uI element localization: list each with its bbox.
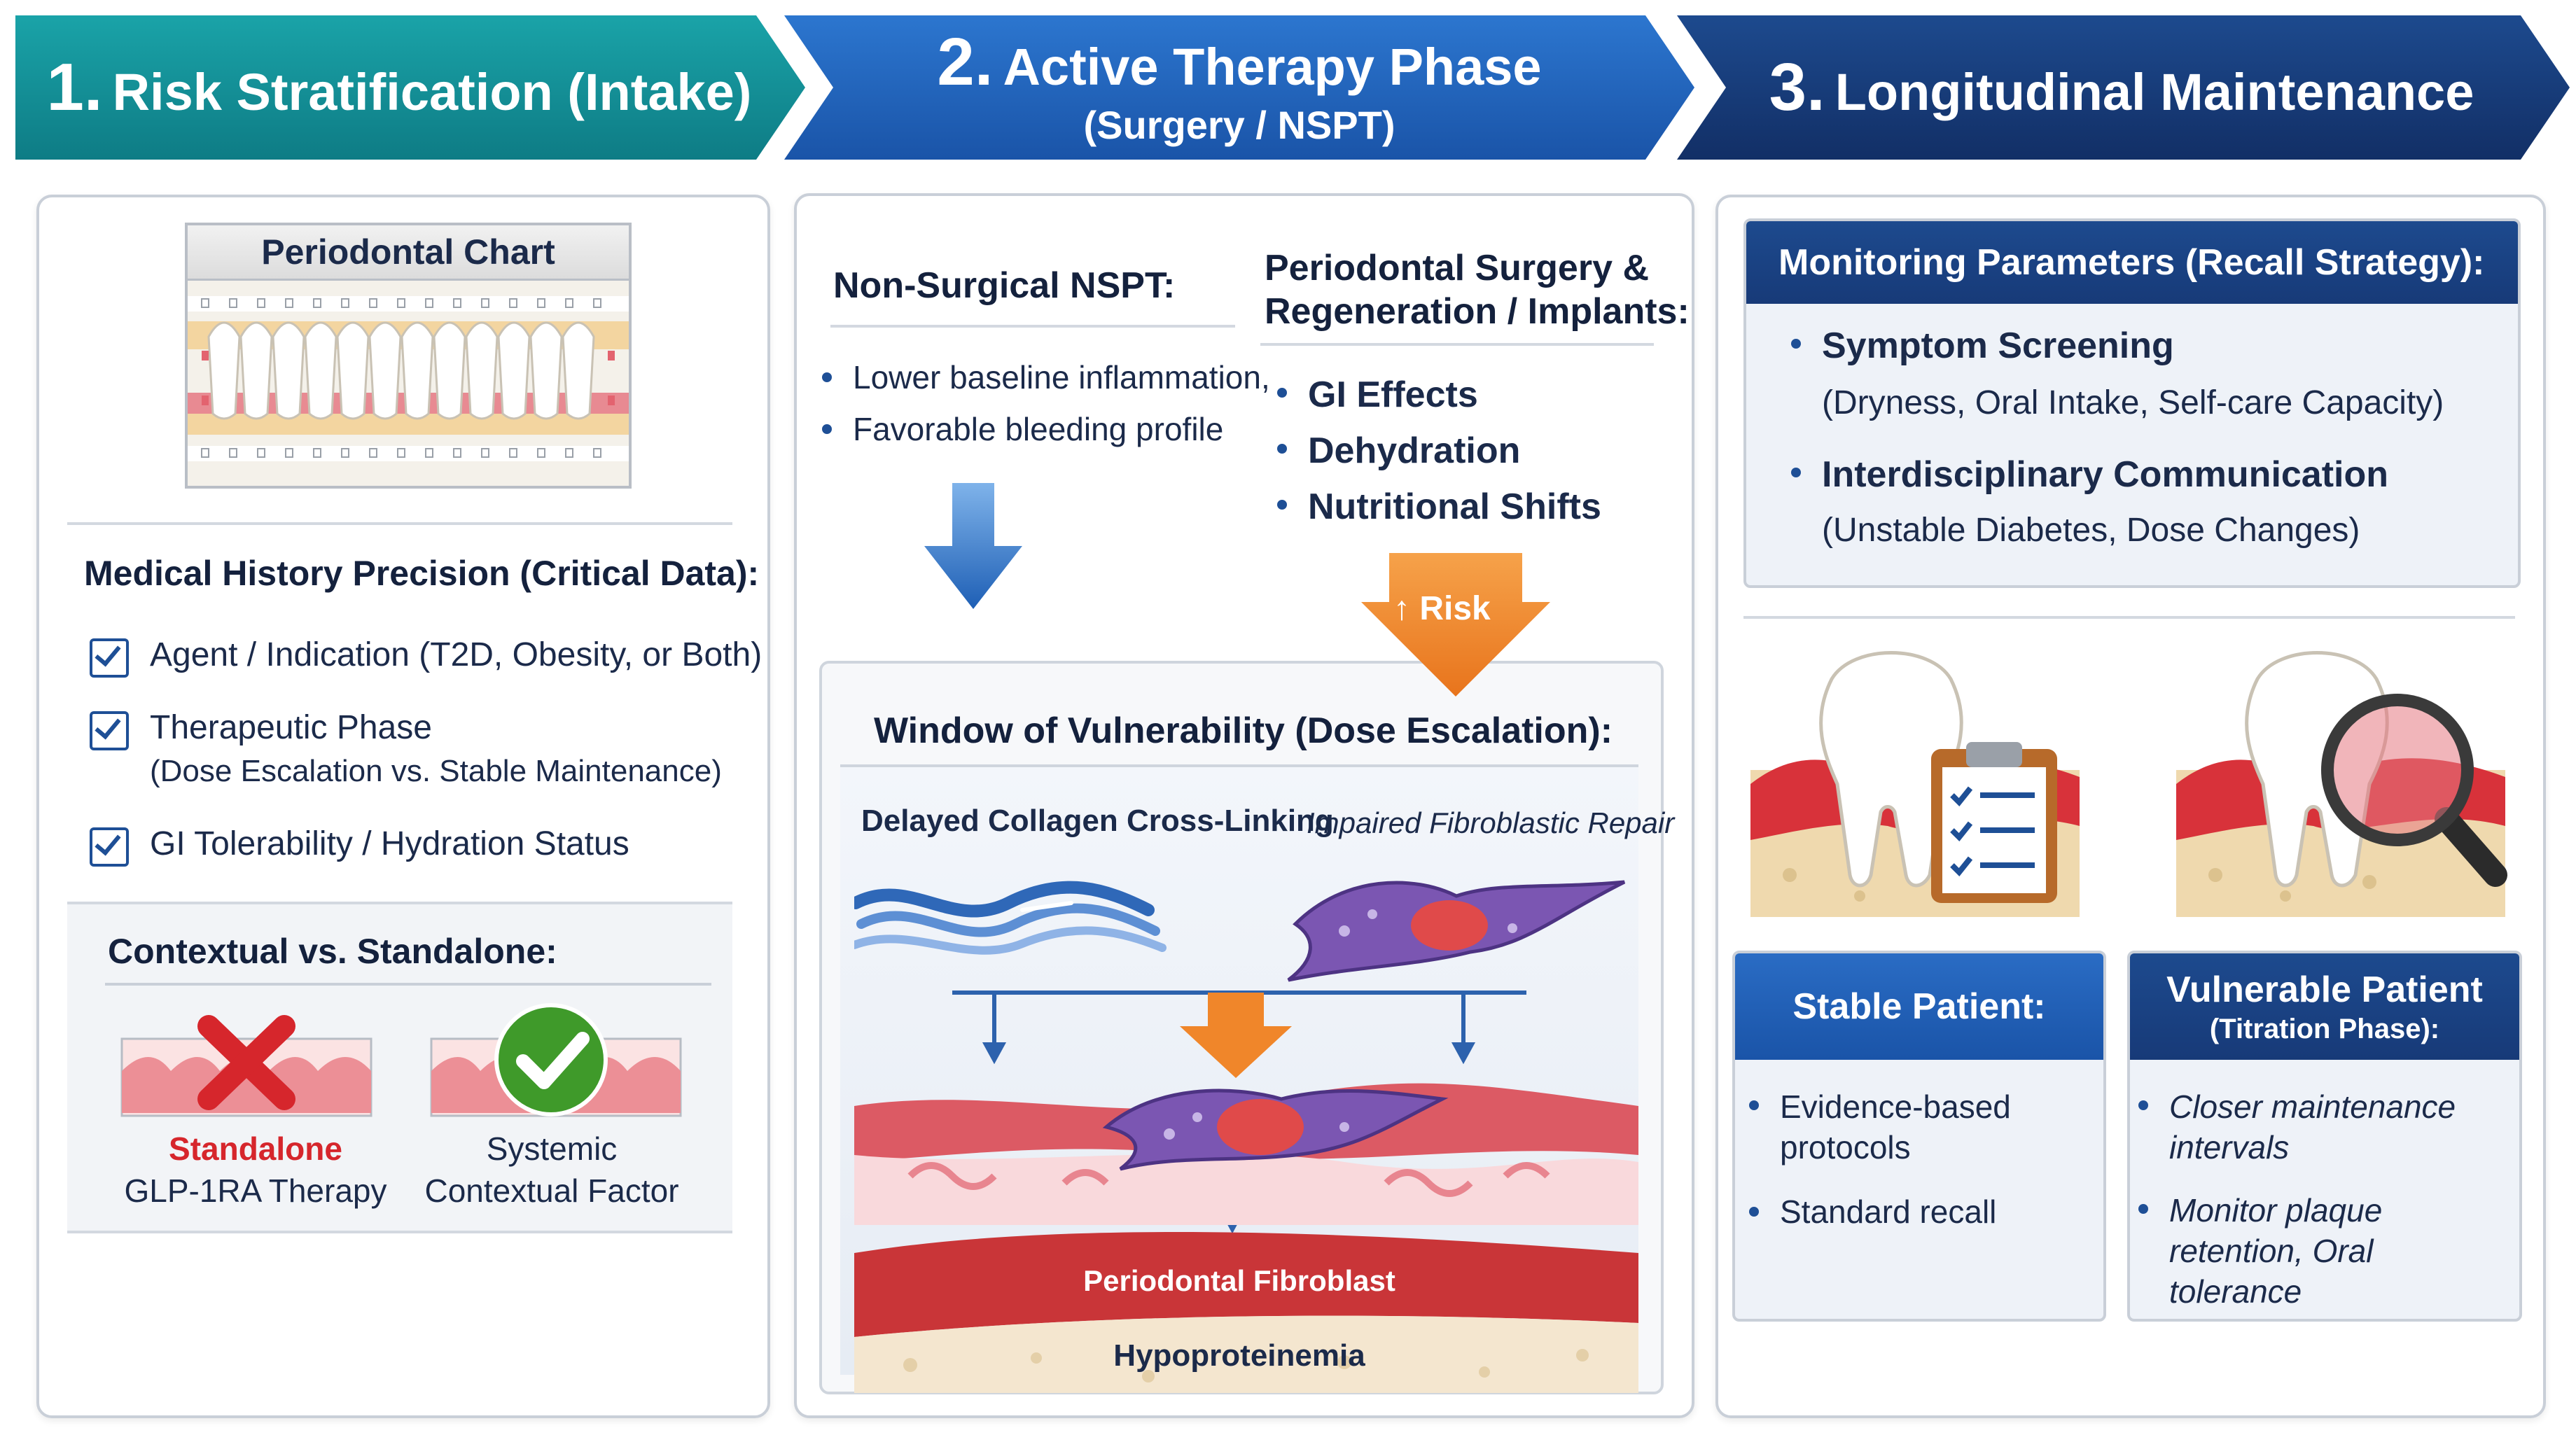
fibroblast-cell-top bbox=[1287, 880, 1626, 982]
standalone-caption: Standalone GLP-1RA Therapy bbox=[105, 1130, 406, 1210]
vulnerable-bullet: Closer maintenance intervals bbox=[2138, 1086, 2498, 1168]
periodontal-chart-teeth bbox=[188, 296, 629, 461]
nspt-bullet: Lower baseline inflammation, bbox=[822, 359, 1270, 396]
step1-number: 1. bbox=[46, 49, 103, 125]
stable-bullet: Standard recall bbox=[1749, 1193, 2074, 1231]
step3-header: 3.Longitudinal Maintenance bbox=[1722, 15, 2521, 160]
down-arrow-icon bbox=[924, 483, 1022, 609]
step2-subtitle: (Surgery / NSPT) bbox=[1083, 102, 1395, 147]
standalone-sublabel: GLP-1RA Therapy bbox=[124, 1172, 387, 1209]
checklist-label: Agent / Indication (T2D, Obesity, or Bot… bbox=[150, 636, 763, 673]
risk-label-text: Risk bbox=[1419, 590, 1491, 627]
tooth-clipboard-illustration bbox=[1750, 651, 2080, 917]
vulnerable-patient-card: Vulnerable Patient (Titration Phase): bbox=[2127, 951, 2522, 1322]
risk-arrow-icon bbox=[1361, 553, 1550, 696]
vulnerable-patient-title: Vulnerable Patient bbox=[2166, 969, 2483, 1010]
periodontal-chart: Periodontal Chart bbox=[185, 223, 632, 489]
tissue-illustration bbox=[854, 1083, 1638, 1393]
vulnerable-bullet: Monitor plaque retention, Oral tolerance bbox=[2138, 1190, 2498, 1312]
stable-bullet: Evidence-based protocols bbox=[1749, 1086, 2074, 1168]
nspt-heading: Non-Surgical NSPT: bbox=[833, 265, 1176, 306]
stable-patient-title: Stable Patient: bbox=[1735, 953, 2103, 1060]
vulnerable-patient-header: Vulnerable Patient (Titration Phase): bbox=[2130, 953, 2519, 1060]
step1-title: Risk Stratification (Intake) bbox=[112, 62, 752, 121]
window-heading: Window of Vulnerability (Dose Escalation… bbox=[874, 710, 1613, 751]
monitor-item-title: Interdisciplinary Communication bbox=[1790, 454, 2389, 495]
step2-number: 2. bbox=[937, 24, 994, 100]
vulnerability-diagram bbox=[854, 880, 1638, 1393]
tooth-icon bbox=[1819, 651, 1963, 888]
systemic-label: Systemic bbox=[486, 1130, 618, 1167]
step2-title: Active Therapy Phase bbox=[1003, 38, 1542, 97]
monitor-item-detail: (Dryness, Oral Intake, Self-care Capacit… bbox=[1822, 384, 2444, 421]
checklist-label: GI Tolerability / Hydration Status bbox=[150, 825, 629, 862]
monitor-item-detail: (Unstable Diabetes, Dose Changes) bbox=[1822, 512, 2360, 549]
hypoproteinemia-label: Hypoproteinemia bbox=[1113, 1338, 1365, 1373]
surgery-bullet: GI Effects bbox=[1277, 374, 1478, 415]
checkbox-checked-icon[interactable] bbox=[90, 638, 129, 678]
step3-chevron bbox=[1677, 15, 2570, 160]
stable-patient-card: Stable Patient: bbox=[1732, 951, 2106, 1322]
surgery-heading: Periodontal Surgery & Regeneration / Imp… bbox=[1265, 246, 1690, 333]
contextual-heading: Contextual vs. Standalone: bbox=[108, 932, 557, 971]
magnifier-icon bbox=[2321, 694, 2507, 887]
monitoring-heading: Monitoring Parameters (Recall Strategy): bbox=[1746, 221, 2518, 304]
step3-title: Longitudinal Maintenance bbox=[1834, 62, 2474, 121]
surgery-heading-line1: Periodontal Surgery & bbox=[1265, 248, 1649, 288]
standalone-label: Standalone bbox=[169, 1130, 342, 1167]
surgery-bullet: Dehydration bbox=[1276, 430, 1521, 471]
systemic-gum-icon bbox=[430, 1003, 682, 1117]
nspt-bullet: Favorable bleeding profile bbox=[821, 411, 1224, 447]
collagen-fibers bbox=[854, 881, 1167, 955]
tooth-magnifier-illustration bbox=[2176, 651, 2507, 917]
orange-down-arrow-icon bbox=[1180, 993, 1292, 1078]
monitoring-card: Monitoring Parameters (Recall Strategy): bbox=[1743, 218, 2521, 588]
risk-label: ↑ Risk bbox=[1393, 590, 1491, 627]
history-heading: Medical History Precision (Critical Data… bbox=[84, 554, 760, 593]
step2-header: 2.Active Therapy Phase (Surgery / NSPT) bbox=[833, 15, 1645, 160]
fibroblast-label: Periodontal Fibroblast bbox=[1083, 1264, 1395, 1297]
checklist-item[interactable]: Therapeutic Phase (Dose Escalation vs. S… bbox=[90, 708, 722, 789]
step1-header: 1.Risk Stratification (Intake) bbox=[28, 15, 770, 160]
checkbox-checked-icon[interactable] bbox=[90, 711, 129, 750]
surgery-bullet: Nutritional Shifts bbox=[1277, 486, 1601, 527]
step1-chevron bbox=[15, 15, 805, 160]
systemic-sublabel: Contextual Factor bbox=[424, 1172, 679, 1209]
checklist-sublabel: (Dose Escalation vs. Stable Maintenance) bbox=[150, 754, 722, 788]
clipboard-icon bbox=[1931, 742, 2057, 903]
checklist-item[interactable]: GI Tolerability / Hydration Status bbox=[90, 825, 629, 867]
checklist-label: Therapeutic Phase bbox=[150, 709, 432, 746]
systemic-caption: Systemic Contextual Factor bbox=[398, 1130, 706, 1210]
periodontal-chart-title: Periodontal Chart bbox=[188, 225, 629, 281]
fibro-repair-label: Impaired Fibroblastic Repair bbox=[1307, 806, 1675, 839]
vulnerable-patient-subtitle: (Titration Phase): bbox=[2209, 1013, 2440, 1044]
surgery-heading-line2: Regeneration / Implants: bbox=[1265, 291, 1690, 332]
collagen-label: Delayed Collagen Cross-Linking bbox=[861, 804, 1334, 838]
step-chevrons bbox=[15, 15, 2570, 160]
step3-number: 3. bbox=[1769, 49, 1825, 125]
standalone-gum-icon bbox=[120, 1015, 373, 1117]
monitor-item-title: Symptom Screening bbox=[1791, 326, 2174, 366]
step2-chevron bbox=[784, 15, 1694, 160]
checklist-item[interactable]: Agent / Indication (T2D, Obesity, or Bot… bbox=[90, 636, 762, 678]
checkbox-checked-icon[interactable] bbox=[90, 827, 129, 867]
